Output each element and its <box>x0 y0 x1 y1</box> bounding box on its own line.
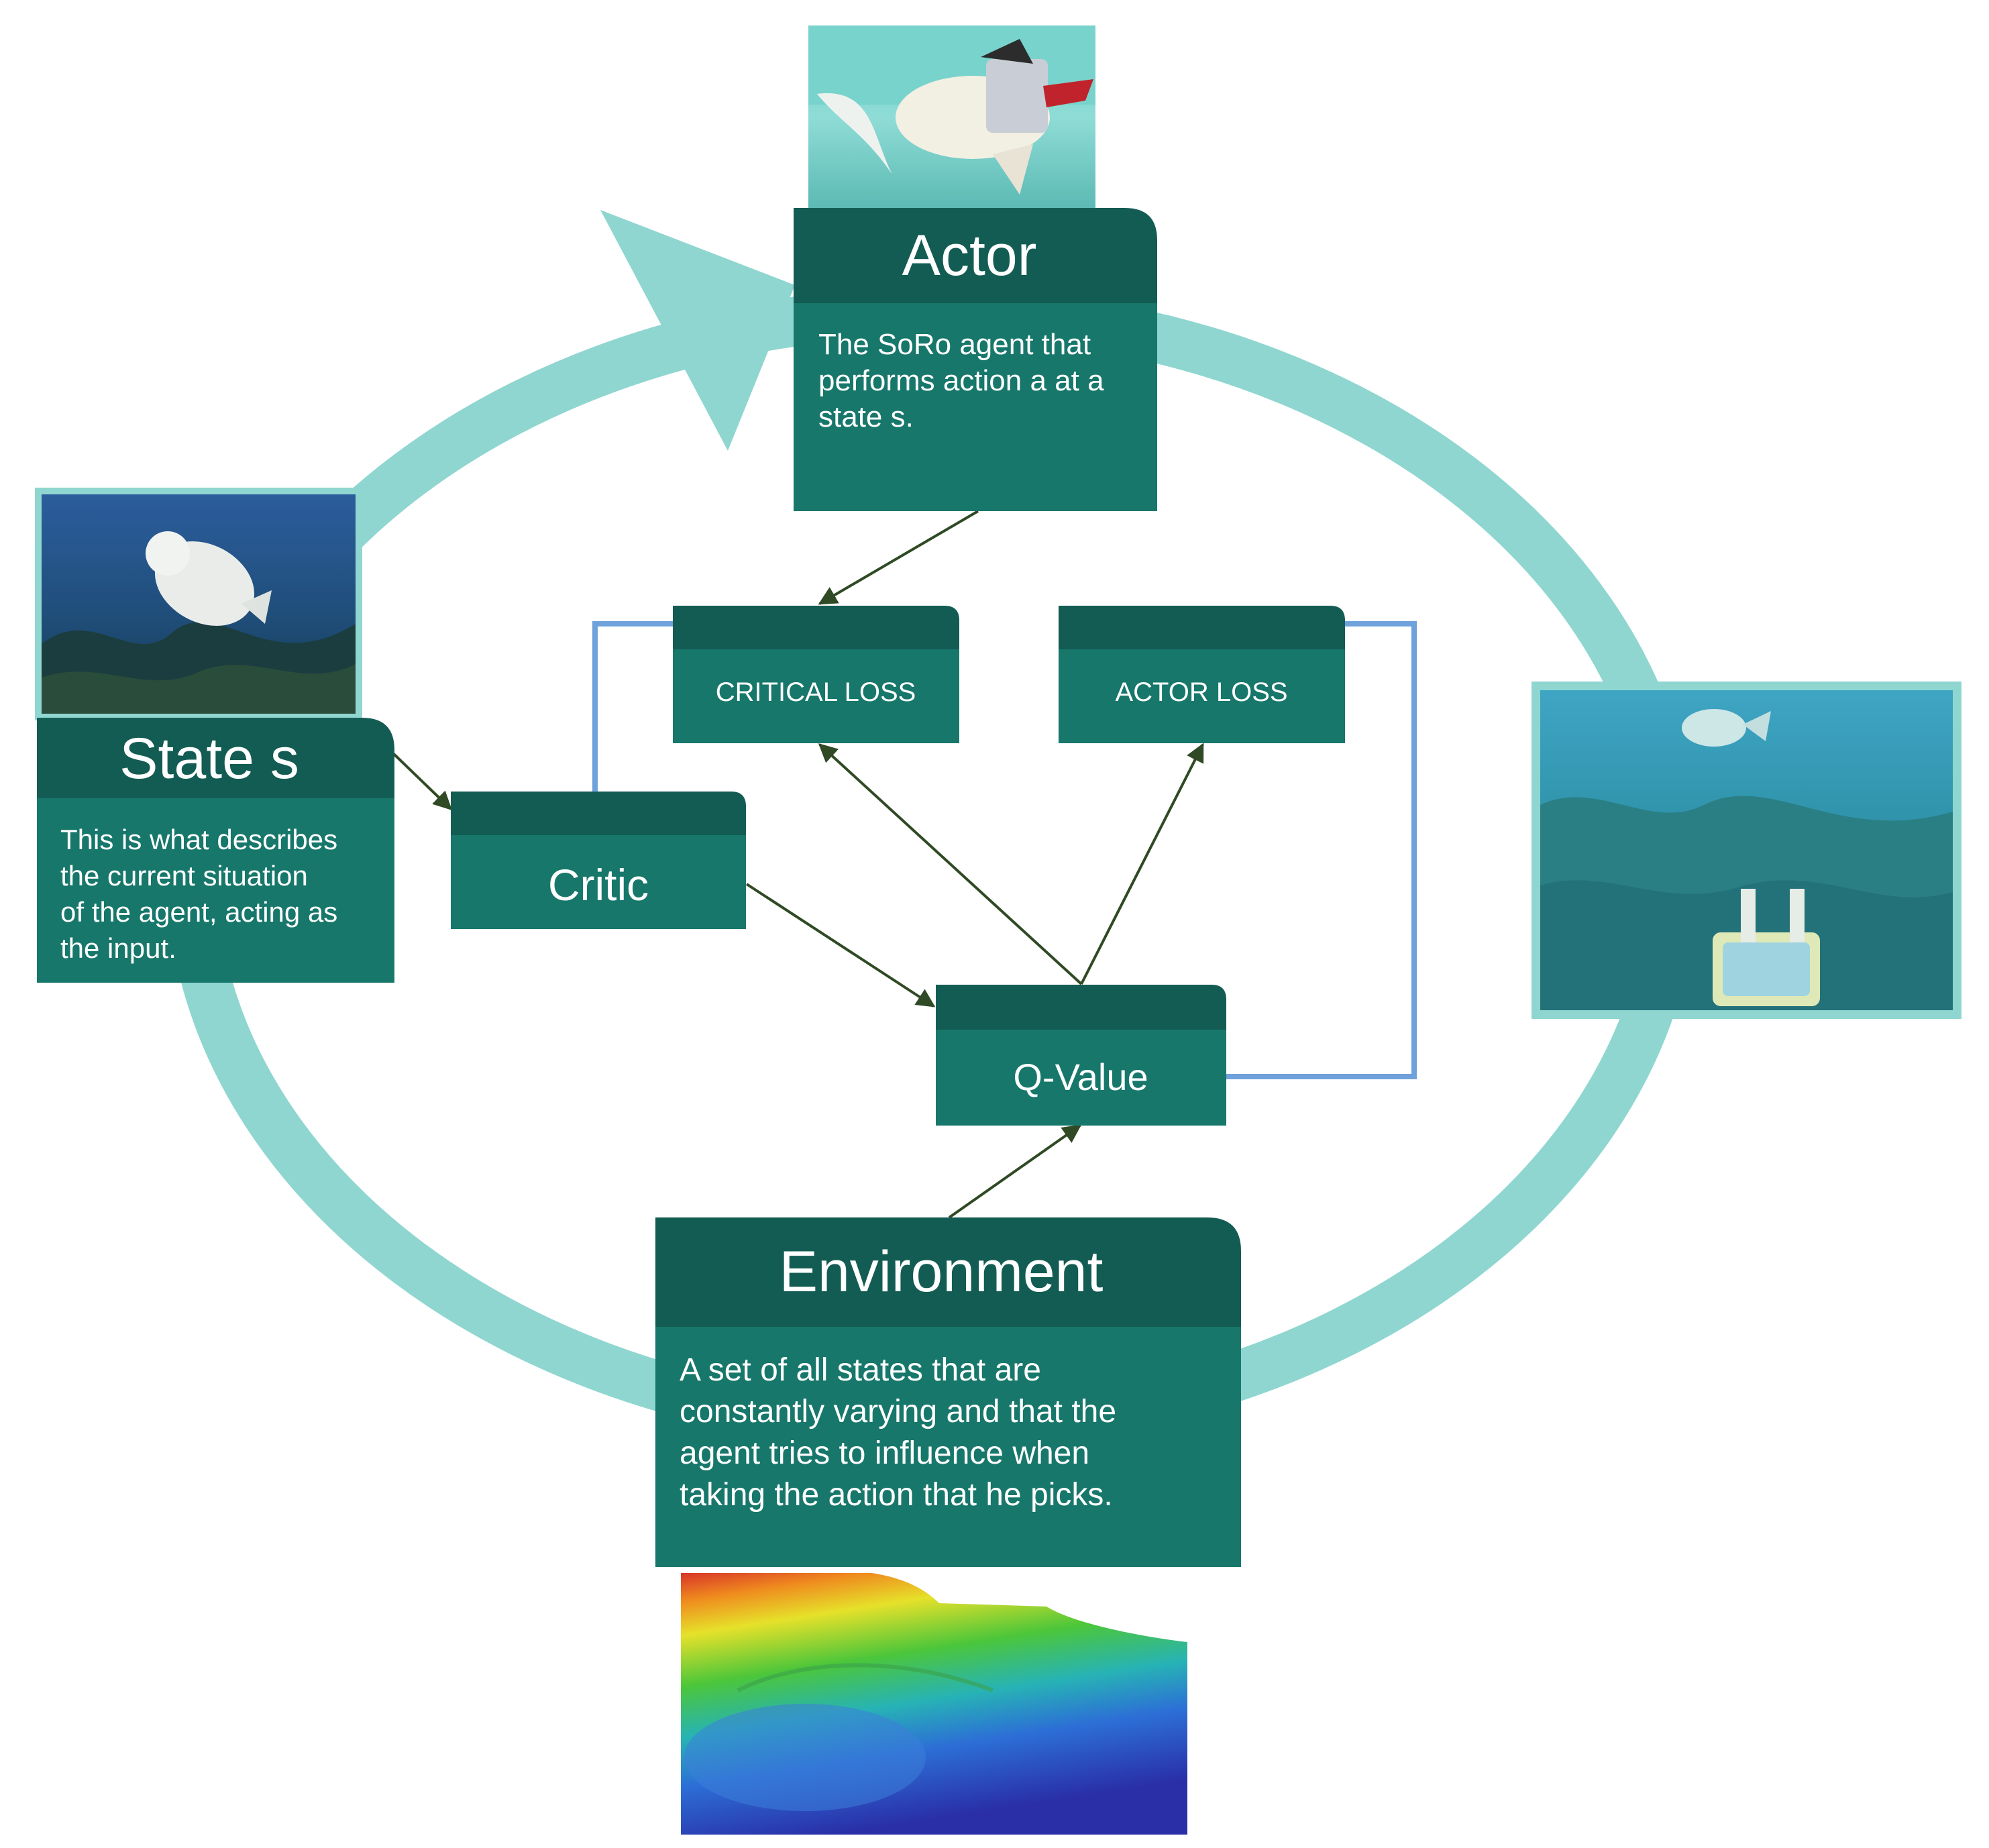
actor-body-line-1: The SoRo agent that <box>818 328 1091 361</box>
actor-body-line-3: state s. <box>818 400 914 433</box>
state-box: State s This is what describes the curre… <box>37 718 394 983</box>
feedback-line-right <box>1226 621 1417 1079</box>
actor-loss-box: ACTOR LOSS <box>1059 606 1345 743</box>
state-body-line-4: the input. <box>60 932 176 964</box>
cycle-arrowhead <box>600 210 795 451</box>
environment-body-line-1: A set of all states that are <box>680 1352 1041 1388</box>
critic-box: Critic <box>451 792 746 929</box>
q-value-box: Q-Value <box>936 985 1226 1126</box>
state-body-line-2: the current situation <box>60 860 308 891</box>
actor-box: Actor The SoRo agent that performs actio… <box>794 208 1157 511</box>
environment-body-line-4: taking the action that he picks. <box>680 1477 1113 1513</box>
environment-box: Environment A set of all states that are… <box>655 1217 1241 1567</box>
state-title: State s <box>119 726 299 791</box>
actor-title: Actor <box>902 223 1037 288</box>
critical-loss-label: CRITICAL LOSS <box>716 677 916 707</box>
actor-body-line-2: performs action a at a <box>818 364 1104 397</box>
environment-title: Environment <box>780 1240 1104 1304</box>
environment-body-line-2: constantly varying and that the <box>680 1394 1116 1429</box>
critical-loss-box: CRITICAL LOSS <box>673 606 959 743</box>
bottom-photo <box>681 1573 1187 1835</box>
state-body-line-3: of the agent, acting as <box>60 896 337 928</box>
environment-body-line-3: agent tries to influence when <box>680 1435 1089 1471</box>
left-photo <box>35 488 362 720</box>
actor-loss-label: ACTOR LOSS <box>1115 677 1287 707</box>
connector-arrows <box>392 510 1204 1219</box>
feedback-line <box>592 621 673 792</box>
critic-label: Critic <box>548 860 649 910</box>
q-value-label: Q-Value <box>1013 1056 1148 1098</box>
top-photo <box>808 25 1095 210</box>
state-body-line-1: This is what describes <box>60 824 337 855</box>
right-photo <box>1531 682 1961 1019</box>
